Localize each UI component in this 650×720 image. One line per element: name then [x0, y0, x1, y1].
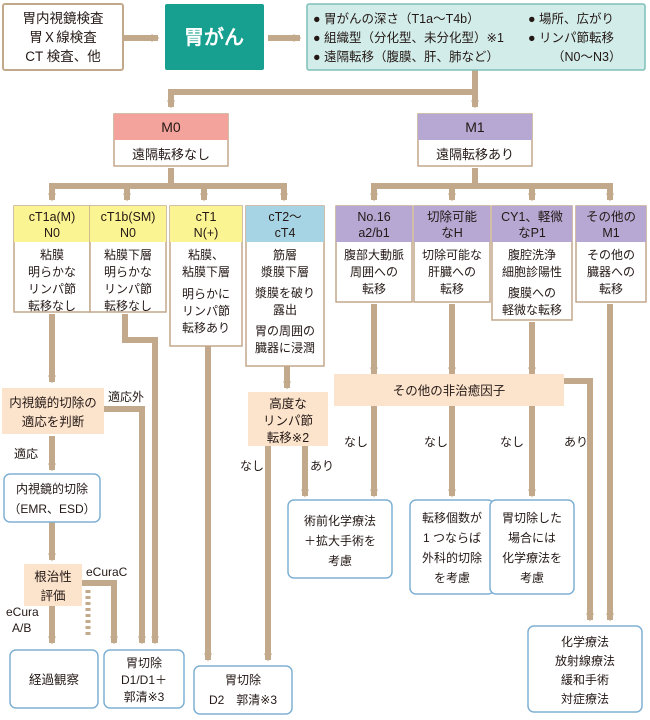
connector-lines — [48, 34, 614, 662]
diagnosis-box: 胃がん — [165, 4, 264, 70]
label-ln-none: なし — [240, 459, 264, 473]
svg-text:内視鏡的切除（EMR、ESD）: 内視鏡的切除（EMR、ESD） — [8, 481, 95, 516]
svg-text:内視鏡的切除の適応を判断: 内視鏡的切除の適応を判断 — [9, 395, 97, 429]
followup-box: 経過観察 — [9, 649, 99, 709]
outcome-box-palliative: 化学療法放射線療法緩和手術対症療法 — [527, 625, 643, 713]
svg-text:経過観察: 経過観察 — [29, 673, 80, 687]
svg-text:腹腔洗浄細胞診陽性腹膜への軽微な転移: 腹腔洗浄細胞診陽性腹膜への軽微な転移 — [502, 247, 562, 317]
label-none: なし — [424, 435, 448, 449]
svg-text:化学療法放射線療法緩和手術対症療法: 化学療法放射線療法緩和手術対症療法 — [555, 634, 615, 706]
svg-text:高度なリンパ節転移※2: 高度なリンパ節転移※2 — [263, 396, 313, 445]
label-present: あり — [564, 435, 588, 449]
svg-text:その他の非治癒因子: その他の非治癒因子 — [393, 383, 506, 398]
factor-line: （N0〜N3） — [552, 50, 621, 64]
svg-text:cT1a(M)N0: cT1a(M)N0 — [29, 210, 76, 240]
svg-text:cT2〜cT4: cT2〜cT4 — [268, 210, 301, 240]
exam-line: CT 検査、他 — [25, 49, 101, 64]
svg-text:cT1b(SM)N0: cT1b(SM)N0 — [101, 210, 156, 240]
svg-text:胃切除した場合には化学療法を考慮: 胃切除した場合には化学療法を考慮 — [502, 510, 562, 585]
m0-desc: 遠隔転移なし — [132, 147, 210, 162]
label-none: なし — [344, 435, 368, 449]
svg-text:● 場所、広がり● リンパ節転移（N0〜N3）: ● 場所、広がり ● リンパ節転移 （N0〜N3） — [528, 11, 621, 64]
factor-line: ● 遠隔転移（腹膜、肝、肺など） — [313, 50, 499, 64]
label-ecurac: eCuraC — [86, 565, 128, 579]
endo-judgment-box: 内視鏡的切除の適応を判断 — [2, 388, 104, 434]
m1-type-box-resectable-h: 切除可能なH 切除可能な肝臓への転移 — [413, 205, 491, 303]
diagnosis-label: 胃がん — [184, 25, 244, 49]
stage-box-ct1a: cT1a(M)N0 粘膜明らかなリンパ節転移なし — [13, 205, 91, 313]
factor-line: ● 胃がんの深さ（T1a〜T4b） — [313, 11, 480, 26]
svg-text:CY1、軽微なP1: CY1、軽微なP1 — [501, 210, 563, 240]
m1-box: M1 遠隔転移あり — [417, 113, 533, 167]
label-indication: 適応 — [14, 446, 38, 461]
label-ln-present: あり — [310, 459, 334, 473]
endo-resection-box: 内視鏡的切除（EMR、ESD） — [3, 473, 101, 523]
svg-text:根治性評価: 根治性評価 — [34, 570, 72, 603]
svg-text:粘膜明らかなリンパ節転移なし: 粘膜明らかなリンパ節転移なし — [28, 247, 76, 313]
svg-text:切除可能な肝臓への転移: 切除可能な肝臓への転移 — [422, 247, 482, 296]
exams-box: 胃内視鏡検査胃Ｘ線検査 CT 検査、他 — [2, 3, 124, 71]
m0-code: M0 — [161, 119, 181, 135]
factor-line: ● 組織型（分化型、未分化型）※1 — [313, 31, 504, 45]
ln-metastasis-box: 高度なリンパ節転移※2 — [248, 392, 328, 446]
curability-box: 根治性評価 — [24, 564, 82, 606]
ecurac-arrow — [82, 580, 118, 645]
exam-line: 胃Ｘ線検査 — [29, 30, 97, 45]
svg-text:● 胃がんの深さ（T1a〜T4b）● 組織型（分化型、未分化: ● 胃がんの深さ（T1a〜T4b） ● 組織型（分化型、未分化型）※1 ● 遠隔転移… — [313, 11, 504, 64]
m1-code: M1 — [465, 119, 485, 135]
stage-box-ct1b: cT1b(SM)N0 粘膜下層明らかなリンパ節転移なし — [89, 205, 167, 313]
other-factors-box: その他の非治癒因子 — [334, 374, 564, 406]
m1-type-box-cy1-p1: CY1、軽微なP1 腹腔洗浄細胞診陽性腹膜への軽微な転移 — [491, 205, 573, 321]
factors-box: ● 胃がんの深さ（T1a〜T4b） ● 組織型（分化型、未分化型）※1 ● 遠隔転移… — [306, 3, 646, 71]
svg-text:術前化学療法＋拡大手術を考慮: 術前化学療法＋拡大手術を考慮 — [304, 513, 376, 568]
exam-line: 胃内視鏡検査 — [23, 11, 104, 26]
outcome-box-chemotherapy: 胃切除した場合には化学療法を考慮 — [489, 499, 575, 595]
label-out-of-indication: 適応外 — [108, 389, 144, 404]
m0-box: M0 遠隔転移なし — [113, 113, 229, 167]
factor-line: ● 場所、広がり — [528, 11, 614, 26]
svg-text:筋層漿膜下層漿膜を破り露出胃の周囲の臓器に浸潤: 筋層漿膜下層漿膜を破り露出胃の周囲の臓器に浸潤 — [255, 247, 315, 355]
outcome-box-neoadjuvant: 術前化学療法＋拡大手術を考慮 — [287, 499, 393, 579]
svg-text:切除可能なH: 切除可能なH — [427, 209, 478, 240]
svg-text:粘膜、粘膜下層明らかにリンパ節転移あり: 粘膜、粘膜下層明らかにリンパ節転移あり — [182, 247, 230, 335]
svg-text:粘膜下層明らかなリンパ節転移なし: 粘膜下層明らかなリンパ節転移なし — [104, 247, 152, 313]
label-none: なし — [500, 435, 524, 449]
svg-text:腹部大動脈周囲への転移: 腹部大動脈周囲への転移 — [344, 247, 404, 296]
stage-box-ct2-ct4: cT2〜cT4 筋層漿膜下層漿膜を破り露出胃の周囲の臓器に浸潤 — [245, 205, 325, 367]
m1-desc: 遠隔転移あり — [436, 147, 514, 162]
factor-line: ● リンパ節転移 — [528, 30, 614, 45]
svg-text:その他の臓器への転移: その他の臓器への転移 — [587, 248, 635, 296]
